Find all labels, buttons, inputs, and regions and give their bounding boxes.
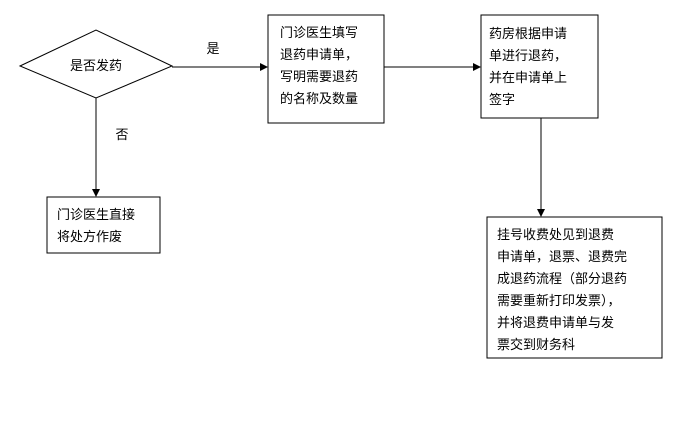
registration-box — [486, 216, 663, 359]
fill-form-line-2: 退药申请单， — [280, 48, 358, 63]
registration-line-5: 并将退费申请单与发 — [497, 315, 614, 331]
void-prescription-box — [46, 196, 161, 254]
pharmacy-line-3: 并在申请单上 — [489, 71, 567, 86]
decision-label: 是否发药 — [70, 58, 122, 74]
fill-form-line-3: 写明需要退药 — [280, 70, 358, 85]
fill-form-node: 门诊医生填写 退药申请单， 写明需要退药 的名称及数量 — [267, 14, 385, 124]
registration-line-1: 挂号收费处见到退费 — [497, 228, 614, 243]
decision-diamond-shape — [18, 29, 174, 99]
pharmacy-line-1: 药房根据申请 — [489, 26, 567, 42]
pharmacy-line-4: 签字 — [489, 92, 515, 108]
registration-line-2: 申请单，退票、退费完 — [497, 250, 627, 265]
edge-no-label: 否 — [115, 128, 128, 143]
fill-form-line-4: 的名称及数量 — [280, 91, 358, 107]
registration-node: 挂号收费处见到退费 申请单，退票、退费完 成退药流程（部分退药 需要重新打印发票… — [486, 216, 663, 359]
void-prescription-node: 门诊医生直接 将处方作废 — [46, 196, 161, 254]
void-prescription-line-1: 门诊医生直接 — [57, 207, 135, 223]
pharmacy-node: 药房根据申请 单进行退药， 并在申请单上 签字 — [480, 14, 599, 119]
void-prescription-line-2: 将处方作废 — [57, 229, 122, 245]
registration-line-3: 成退药流程（部分退药 — [497, 272, 627, 287]
registration-line-4: 需要重新打印发票）， — [497, 293, 621, 309]
pharmacy-line-2: 单进行退药， — [489, 49, 567, 64]
registration-line-6: 票交到财务科 — [497, 337, 575, 353]
fill-form-line-1: 门诊医生填写 — [280, 26, 358, 41]
decision-node: 是否发药 — [18, 29, 174, 99]
fill-form-box — [267, 14, 385, 124]
edge-yes-label: 是 — [206, 42, 219, 57]
pharmacy-box — [480, 14, 599, 119]
